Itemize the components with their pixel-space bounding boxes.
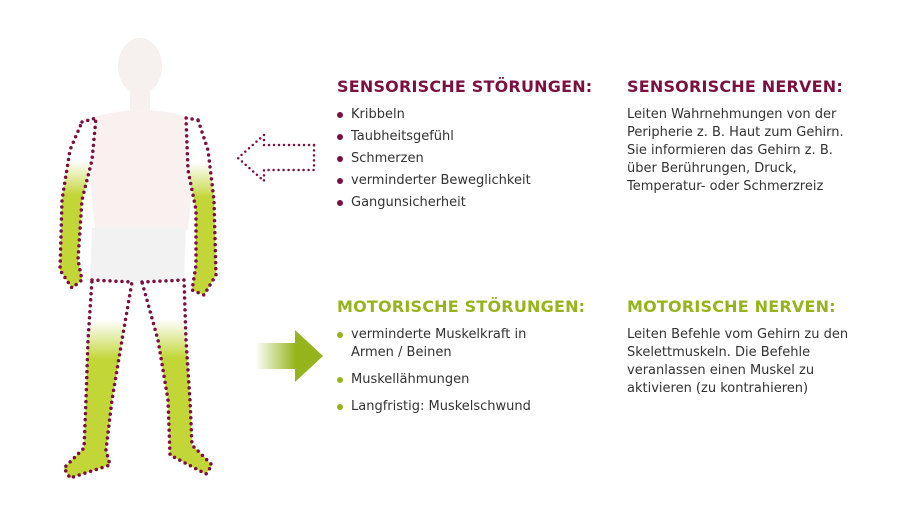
motor-disorders-title: MOTORISCHE STÖRUNGEN: xyxy=(337,297,586,316)
motor-disorders-list: verminderte Muskelkraft in Armen / Beine… xyxy=(337,326,557,416)
sensory-disorders-list: Kribbeln Taubheitsgefühl Schmerzen vermi… xyxy=(337,106,592,212)
list-item: Kribbeln xyxy=(337,106,592,124)
list-item: Muskellähmungen xyxy=(337,371,557,389)
list-item: Schmerzen xyxy=(337,150,592,168)
motor-nerves-text: Leiten Befehle vom Gehirn zu den Skelett… xyxy=(627,327,849,396)
list-item: Langfristig: Muskelschwund xyxy=(337,398,557,416)
motor-nerves-title: MOTORISCHE NERVEN: xyxy=(627,297,836,316)
body-silhouette xyxy=(85,38,198,282)
motor-disorders-section: MOTORISCHE STÖRUNGEN: verminderte Muskel… xyxy=(337,297,587,425)
right-leg xyxy=(139,278,215,477)
list-item: verminderte Muskelkraft in Armen / Beine… xyxy=(337,326,557,362)
body-figure-illustration xyxy=(58,38,323,481)
motor-nerves-section: MOTORISCHE NERVEN: Leiten Befehle vom Ge… xyxy=(627,297,857,398)
sensory-nerves-section: SENSORISCHE NERVEN: Leiten Wahrnehmungen… xyxy=(627,77,857,196)
green-right-arrow-icon xyxy=(255,330,323,382)
sensory-nerves-text: Leiten Wahrnehmungen von der Peripherie … xyxy=(627,107,844,194)
sensory-disorders-title: SENSORISCHE STÖRUNGEN: xyxy=(337,77,593,96)
list-item: verminderter Beweglichkeit xyxy=(337,172,592,190)
list-item: Gangunsicherheit xyxy=(337,194,592,212)
left-leg xyxy=(61,278,135,481)
sensory-nerves-title: SENSORISCHE NERVEN: xyxy=(627,77,843,96)
sensory-disorders-section: SENSORISCHE STÖRUNGEN: Kribbeln Taubheit… xyxy=(337,77,592,216)
left-arm xyxy=(58,115,98,291)
right-arm xyxy=(184,115,218,298)
list-item: Taubheitsgefühl xyxy=(337,128,592,146)
dotted-left-arrow-icon xyxy=(236,132,316,184)
